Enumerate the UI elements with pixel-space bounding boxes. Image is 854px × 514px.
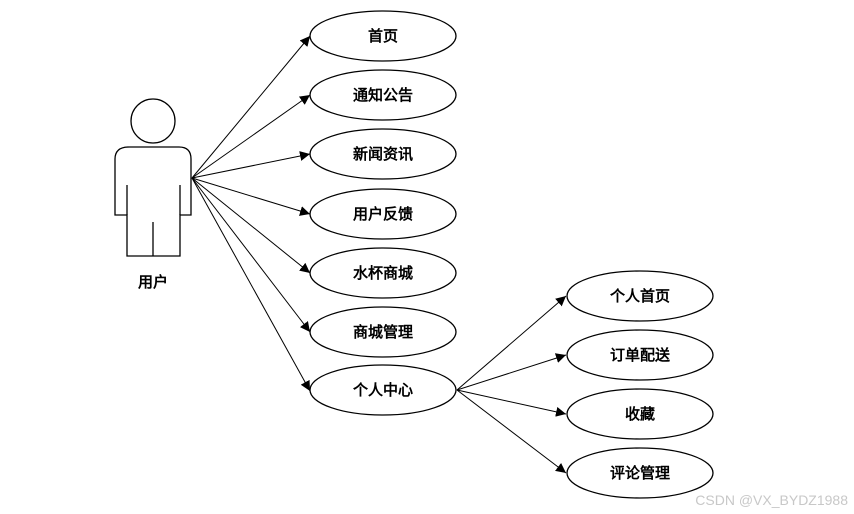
use-case-label: 个人首页 — [609, 287, 670, 305]
connector-personal-home — [456, 295, 567, 391]
use-case-label: 评论管理 — [610, 464, 670, 482]
actor-connectors — [191, 35, 311, 392]
use-case-label: 新闻资讯 — [353, 145, 413, 163]
connector-favorites — [456, 389, 567, 417]
use-case-feedback[interactable]: 用户反馈 — [309, 188, 457, 240]
connector-personal-center — [191, 177, 311, 392]
connector-order-delivery — [456, 353, 567, 391]
use-case-ellipse — [566, 270, 714, 322]
actor-label: 用户 — [138, 273, 168, 291]
use-case-ellipse — [566, 388, 714, 440]
use-case-ellipse — [309, 69, 457, 121]
use-case-label: 首页 — [368, 27, 398, 45]
connector-feedback — [191, 177, 311, 216]
use-case-personal-center[interactable]: 个人中心 — [309, 364, 457, 416]
connector-home — [191, 35, 311, 179]
use-case-ellipse — [566, 447, 714, 499]
sub-use-case-personal-home[interactable]: 个人首页 — [566, 270, 714, 322]
use-case-notice[interactable]: 通知公告 — [309, 69, 457, 121]
use-case-label: 水杯商城 — [353, 264, 413, 282]
connector-news — [191, 151, 311, 179]
use-case-ellipse — [309, 10, 457, 62]
actor-body — [114, 146, 192, 257]
use-case-news[interactable]: 新闻资讯 — [309, 128, 457, 180]
connector-notice — [191, 94, 311, 179]
sub-use-case-favorites[interactable]: 收藏 — [566, 388, 714, 440]
use-case-ellipse — [309, 364, 457, 416]
connector-mall-manage — [191, 177, 311, 333]
use-case-label: 商城管理 — [353, 323, 413, 341]
actor-user: 用户 — [114, 98, 192, 291]
use-case-ellipse — [566, 329, 714, 381]
use-case-ellipse — [309, 128, 457, 180]
actor-head — [130, 98, 176, 144]
sub-connectors — [456, 295, 567, 474]
use-case-label: 个人中心 — [352, 381, 413, 399]
use-case-home[interactable]: 首页 — [309, 10, 457, 62]
connector-review-manage — [456, 389, 567, 474]
use-case-label: 收藏 — [625, 405, 655, 423]
use-case-mall-manage[interactable]: 商城管理 — [309, 306, 457, 358]
use-case-ellipse — [309, 247, 457, 299]
connector-cup-mall — [191, 177, 311, 274]
use-case-cup-mall[interactable]: 水杯商城 — [309, 247, 457, 299]
sub-use-case-order-delivery[interactable]: 订单配送 — [566, 329, 714, 381]
use-case-label: 通知公告 — [353, 86, 413, 104]
sub-use-case-review-manage[interactable]: 评论管理 — [566, 447, 714, 499]
use-case-ellipse — [309, 306, 457, 358]
use-case-label: 用户反馈 — [353, 205, 413, 223]
use-case-label: 订单配送 — [610, 346, 671, 364]
use-case-ellipse — [309, 188, 457, 240]
watermark-text: CSDN @VX_BYDZ1988 — [695, 492, 848, 508]
